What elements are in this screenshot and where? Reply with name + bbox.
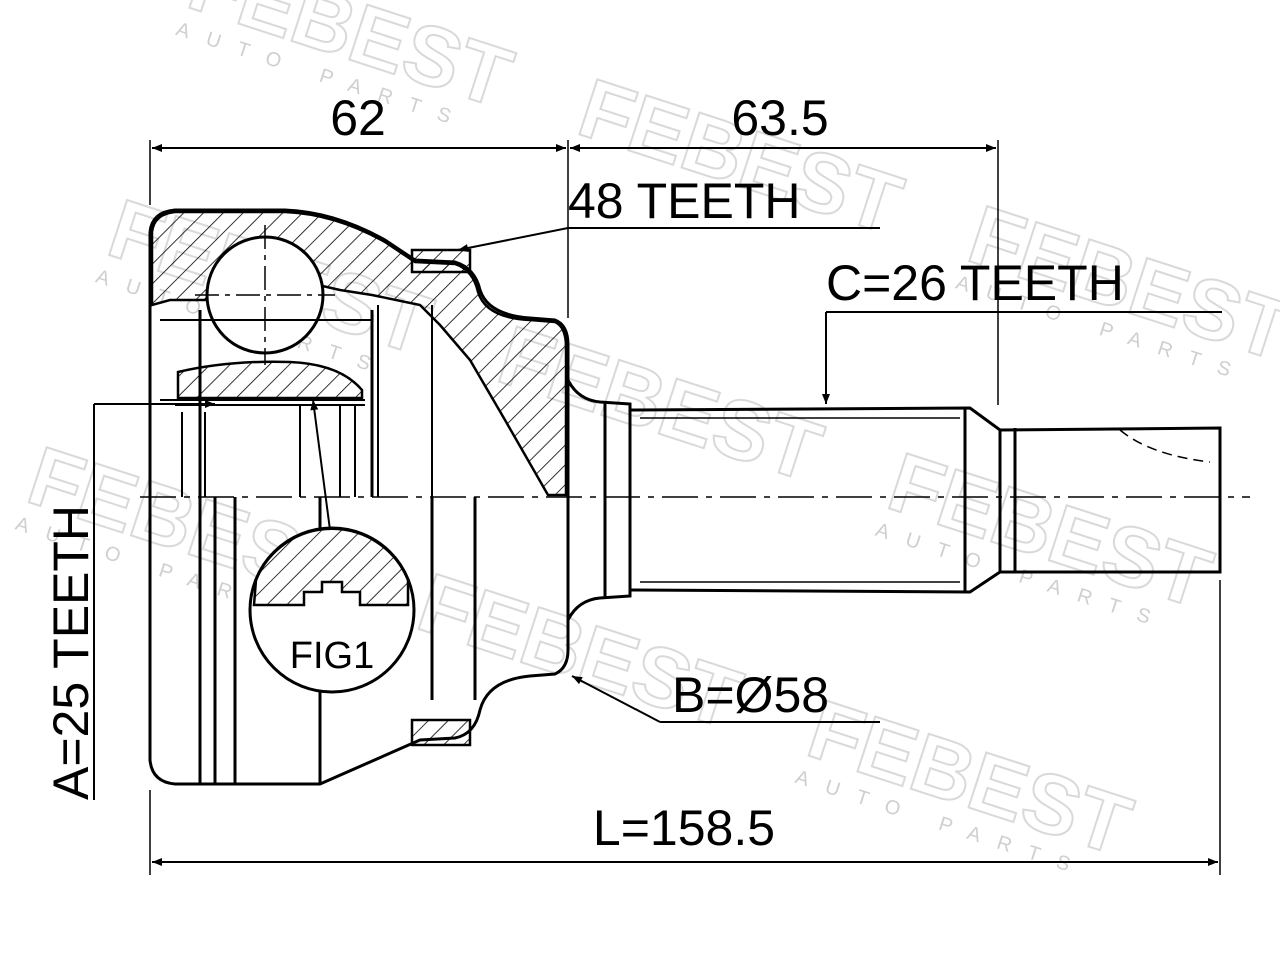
stub-shaft: [566, 379, 1222, 621]
outer-spline-label: C=26 TEETH: [826, 255, 1124, 311]
fig1-leader: [310, 399, 331, 531]
seal-diameter-label: B=Ø58: [672, 667, 829, 723]
dim-housing-length: 62: [149, 90, 569, 318]
abs-ring-bottom: [410, 718, 472, 747]
watermark-layer: FEBEST FEBEST FEBEST AUTO PARTS AUTO PAR…: [13, 0, 1280, 882]
inner-spline-label: A=25 TEETH: [43, 505, 99, 800]
callout-outer-spline: C=26 TEETH: [822, 255, 1222, 404]
fig1-label: FIG1: [290, 635, 374, 677]
total-length-label: L=158.5: [593, 800, 775, 856]
callout-abs-teeth: 48 TEETH: [457, 173, 880, 252]
housing-lower: [148, 497, 570, 786]
inner-race: [160, 305, 433, 497]
abs-teeth-label: 48 TEETH: [568, 173, 801, 229]
dim-stub-length: 63.5: [570, 90, 999, 405]
fig1-detail: FIG1: [248, 526, 416, 694]
dim-total-length: L=158.5: [149, 580, 1221, 875]
dim-63-5-label: 63.5: [731, 90, 828, 146]
abs-ring-top: [410, 248, 472, 274]
housing-hatch-top: [150, 210, 568, 497]
callout-seal-diameter: B=Ø58: [571, 667, 880, 723]
cage-hatch: [176, 360, 364, 400]
dim-62-label: 62: [330, 90, 386, 146]
ball-circle: [205, 235, 325, 355]
fig1-hatch: [252, 527, 410, 607]
callout-inner-spline: A=25 TEETH: [43, 400, 215, 800]
